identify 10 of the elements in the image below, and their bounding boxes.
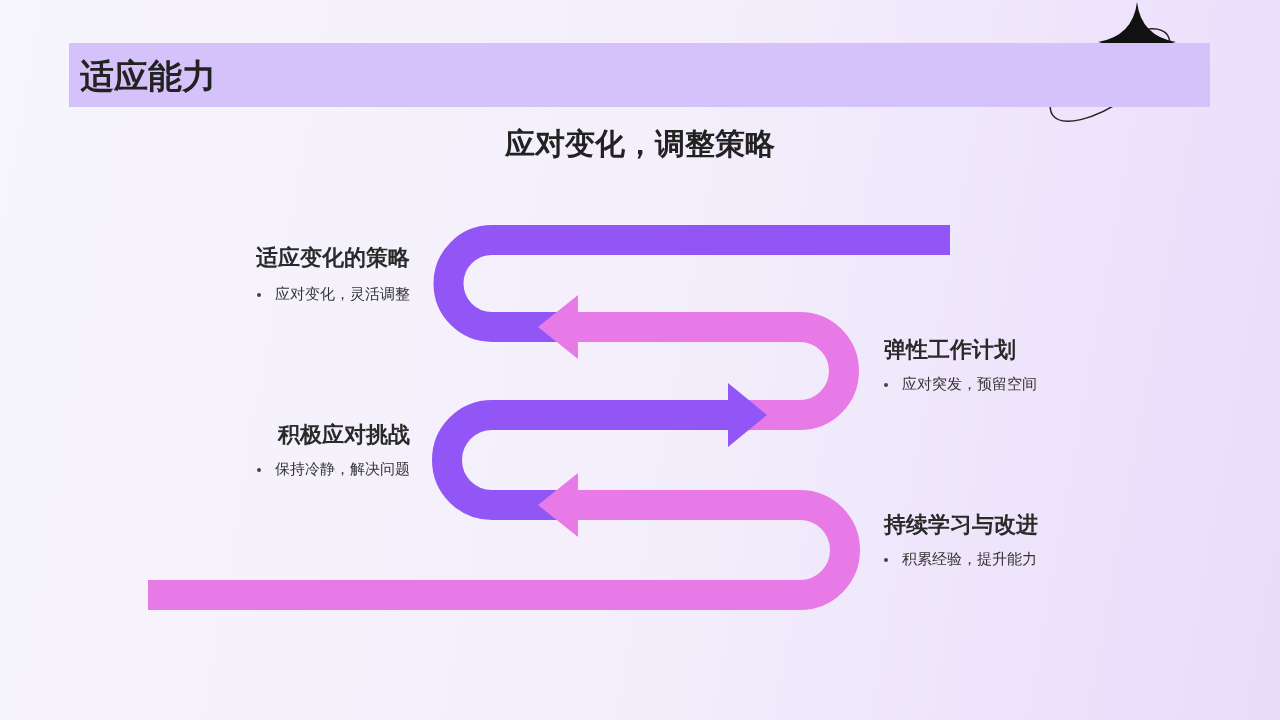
step-heading: 积极应对挑战 <box>276 421 410 449</box>
step-description: 应对变化，灵活调整 <box>275 285 410 303</box>
step-heading: 弹性工作计划 <box>884 336 1017 364</box>
step-description: 积累经验，提升能力 <box>902 550 1037 568</box>
subtitle: 应对变化，调整策略 <box>504 125 776 163</box>
step-description: 应对突发，预留空间 <box>902 375 1037 393</box>
page-title: 适应能力 <box>80 55 216 97</box>
step-description: 保持冷静，解决问题 <box>275 460 410 478</box>
step-heading: 适应变化的策略 <box>255 244 410 272</box>
step-heading: 持续学习与改进 <box>884 511 1039 539</box>
